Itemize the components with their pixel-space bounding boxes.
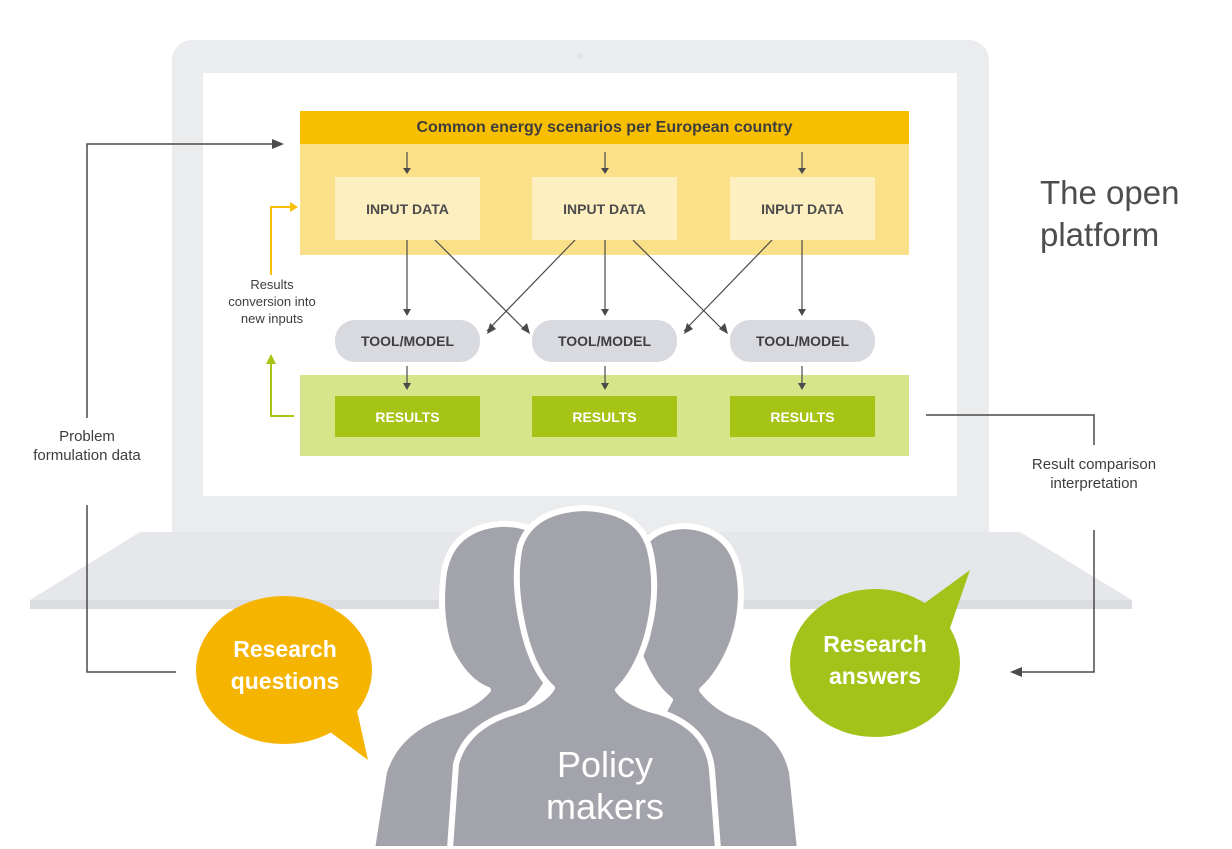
loop-arrow-head-green — [266, 354, 276, 364]
input-data-box: INPUT DATA — [730, 177, 875, 240]
input-tool-arrows — [406, 239, 803, 332]
loop-label: Results conversion into new inputs — [228, 277, 316, 326]
research-questions-label: Research questions — [230, 636, 340, 694]
tool-model-pill: TOOL/MODEL — [532, 320, 677, 362]
banner-title: Common energy scenarios per European cou… — [416, 118, 793, 136]
questions-bubble — [196, 596, 372, 744]
loop-arrow-head-yellow — [290, 202, 298, 212]
tool-model-pill: TOOL/MODEL — [335, 320, 480, 362]
laptop-camera — [577, 53, 583, 59]
results-box: RESULTS — [335, 396, 480, 437]
problem-formulation-label: Problem formulation data — [33, 428, 141, 464]
right-connector-upper — [926, 414, 1095, 445]
results-box: RESULTS — [532, 396, 677, 437]
right-connector-lower — [1020, 530, 1095, 673]
banner-band — [300, 111, 909, 144]
right-connector-head — [1010, 667, 1022, 677]
left-connector-head — [272, 139, 284, 149]
results-box: RESULTS — [730, 396, 875, 437]
input-data-box: INPUT DATA — [532, 177, 677, 240]
left-connector-upper — [86, 143, 275, 418]
tool-result-arrow-heads — [403, 383, 806, 390]
banner-arrow-heads — [403, 168, 806, 174]
feedback-loop — [270, 206, 294, 417]
platform-title: The open platform — [1040, 174, 1180, 253]
result-comparison-label: Result comparison interpretation — [1031, 456, 1157, 492]
policy-makers-icon — [369, 505, 803, 849]
input-tool-arrow-heads — [403, 309, 806, 334]
tool-result-arrows — [406, 366, 803, 385]
banner-arrows — [406, 152, 803, 170]
tool-model-pill: TOOL/MODEL — [730, 320, 875, 362]
left-connector-lower — [86, 505, 176, 673]
answers-bubble-tail — [918, 570, 970, 628]
research-answers-label: Research answers — [823, 631, 927, 689]
answers-bubble — [790, 589, 960, 737]
policy-makers-label: Policy makers — [545, 744, 665, 827]
questions-bubble-tail — [322, 706, 368, 760]
input-data-box: INPUT DATA — [335, 177, 480, 240]
